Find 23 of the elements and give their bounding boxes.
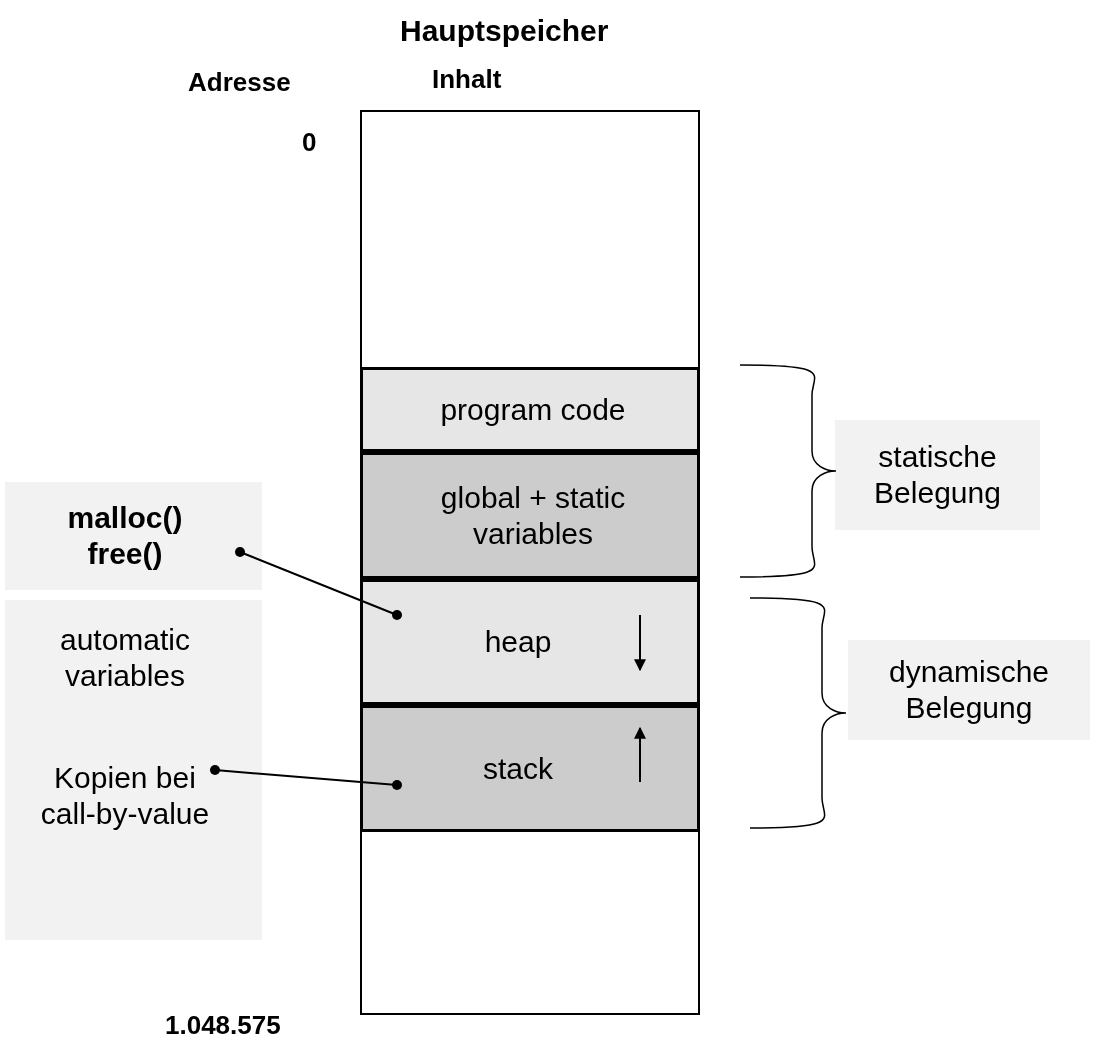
memory-segment bbox=[360, 367, 700, 452]
memory-segment bbox=[360, 579, 700, 705]
note-text: malloc() free() bbox=[66, 500, 184, 572]
address-label: 1.048.575 bbox=[165, 1010, 281, 1041]
column-heading: Inhalt bbox=[432, 64, 503, 96]
memory-segment bbox=[360, 452, 700, 579]
title: Hauptspeicher bbox=[400, 14, 609, 48]
column-heading: Adresse bbox=[188, 67, 291, 98]
note-text: Kopien bei call-by-value bbox=[39, 760, 211, 832]
note-text: dynamische Belegung bbox=[887, 654, 1051, 726]
memory-segment bbox=[360, 705, 700, 832]
note-box bbox=[5, 482, 262, 590]
segment-label: heap bbox=[483, 624, 553, 660]
segment-label: stack bbox=[482, 750, 554, 787]
leader-line bbox=[210, 765, 402, 790]
segment-label: global + static variables bbox=[439, 479, 627, 552]
segment-label: program code bbox=[439, 391, 627, 428]
note-text: statische Belegung bbox=[873, 439, 1002, 511]
note-box bbox=[5, 600, 262, 940]
address-label: 0 bbox=[302, 127, 317, 158]
note-text: automatic variables bbox=[58, 622, 192, 694]
note-box bbox=[835, 420, 1040, 530]
leader-line bbox=[235, 547, 402, 620]
